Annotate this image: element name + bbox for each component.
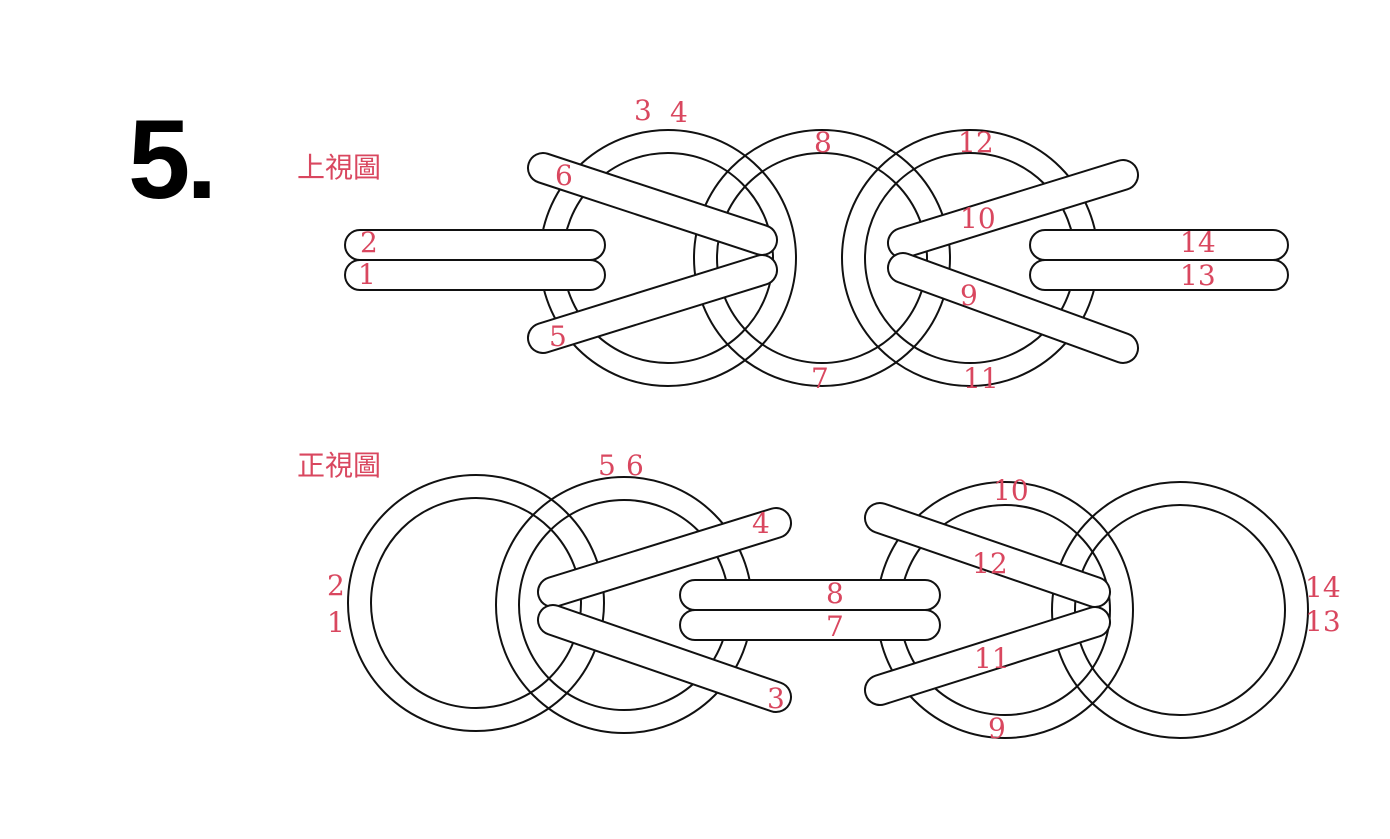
top-label-4: 4 [670,96,688,129]
top-label-8: 8 [814,126,832,159]
front-label-12: 12 [972,547,1008,580]
top-label-14: 14 [1180,226,1216,259]
front-label-2: 2 [327,569,345,602]
top-label-11: 11 [963,362,999,395]
front-view-title: 正視圖 [297,449,381,482]
front-strand-4 [537,506,793,608]
top-label-13: 13 [1180,259,1216,292]
top-strand-5 [527,253,779,354]
front-ring-right [1051,481,1309,739]
top-view-title: 上視圖 [297,151,381,184]
top-label-10: 10 [960,202,996,235]
front-strand-8 [679,579,941,611]
front-strand-7 [679,609,941,641]
top-label-12: 12 [958,126,994,159]
top-strand-13 [1029,259,1289,291]
top-label-1: 1 [358,258,376,291]
front-label-7: 7 [826,610,844,643]
top-label-5: 5 [549,320,567,353]
top-ring-center [693,129,951,387]
front-label-14: 14 [1305,571,1341,604]
front-label-13: 13 [1305,605,1341,638]
front-label-10: 10 [993,474,1029,507]
front-label-5: 5 [598,449,616,482]
top-label-7: 7 [811,362,829,395]
front-ring-left [347,474,605,732]
front-label-9: 9 [988,712,1006,745]
front-label-6: 6 [626,449,644,482]
front-label-8: 8 [826,577,844,610]
top-label-3: 3 [634,94,652,127]
front-label-4: 4 [752,507,770,540]
top-label-2: 2 [360,226,378,259]
top-label-9: 9 [960,279,978,312]
top-strand-9 [887,252,1139,364]
step-number: 5. [128,97,217,222]
front-strand-11 [864,606,1111,706]
front-strand-12 [864,502,1112,609]
front-strand-3 [537,604,792,713]
top-strand-6 [527,152,778,256]
top-strand-1 [344,259,606,291]
top-label-6: 6 [555,159,573,192]
top-strand-14 [1029,229,1289,261]
top-strand-2 [344,229,606,261]
front-label-3: 3 [767,682,785,715]
front-label-11: 11 [974,642,1010,675]
top-strand-10 [886,159,1140,259]
front-label-1: 1 [327,606,345,639]
